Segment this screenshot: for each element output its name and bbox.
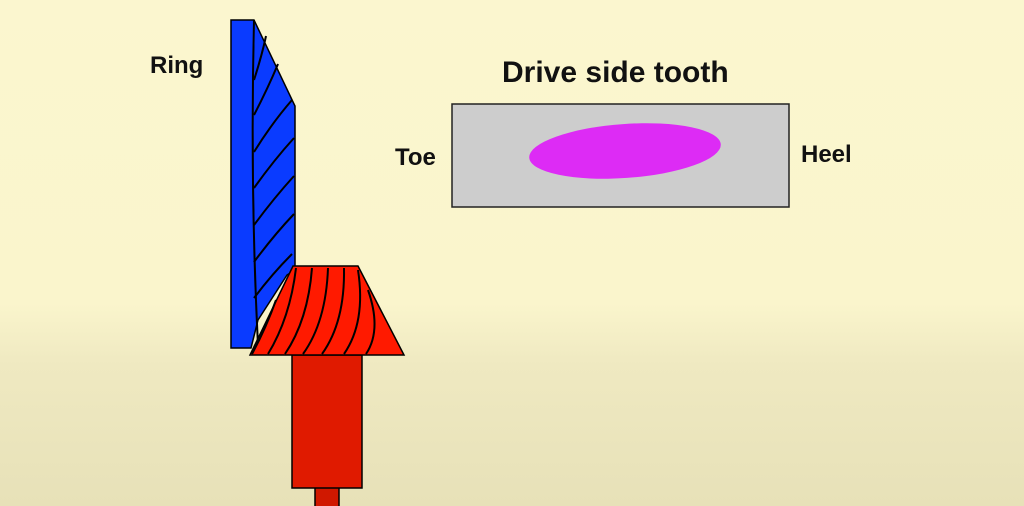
pinion-gear-teeth [251,267,376,355]
ring-gear-body [230,19,296,349]
pinion-shaft-stub [314,485,340,506]
pinion-gear-icon [248,265,406,506]
pinion-shaft [291,354,363,489]
ring-gear-icon [230,19,296,349]
tooth-face-icon [451,103,790,208]
heel-label: Heel [801,141,852,168]
contact-pattern-icon [529,123,721,179]
diagram-title: Drive side tooth [502,56,729,89]
ring-gear-teeth [251,19,295,347]
pinion-gear-head [248,265,406,356]
ring-label: Ring [150,52,204,79]
toe-label: Toe [395,144,436,171]
